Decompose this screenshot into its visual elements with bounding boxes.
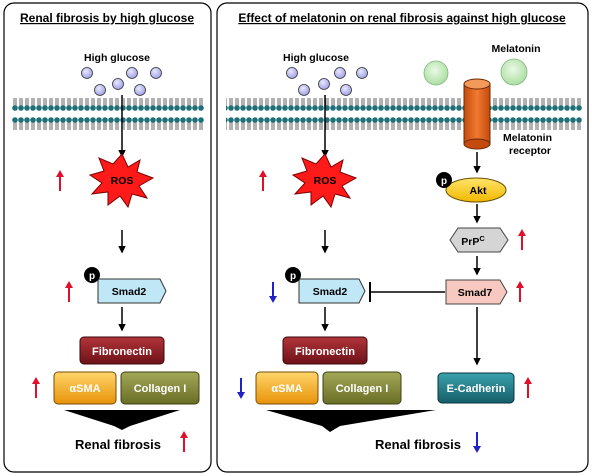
right-ros-change-arrow [259, 170, 267, 191]
up-arrow-head [259, 170, 267, 177]
left-convergence-wedge [64, 410, 180, 430]
glucose-icon [356, 67, 368, 79]
glucose-icon [286, 67, 298, 79]
melatonin-label: Melatonin [492, 43, 541, 55]
right-cell-membrane [226, 96, 582, 134]
akt-shape [445, 177, 507, 203]
glucose-icon [81, 67, 93, 79]
right-glucose-molecules [286, 67, 368, 96]
right-phospho-smad2-label: p [290, 271, 296, 282]
right-fibronectin-label: Fibronectin [295, 346, 355, 358]
left-smad2-change-arrow [65, 281, 73, 302]
right-asma-box [255, 371, 319, 405]
right-smad2-change-arrow [269, 282, 277, 303]
right-ros-burst-icon [291, 153, 358, 209]
left-cell-membrane [12, 96, 204, 134]
right-smad2-shape [298, 278, 366, 304]
glucose-icon [94, 84, 106, 96]
melatonin-icon [500, 58, 528, 86]
prpc-label: PrPC [461, 234, 485, 248]
right-collagen-box [322, 371, 402, 405]
prpc-shape [449, 227, 509, 253]
left-collagen-label: Collagen I [134, 383, 187, 395]
melatonin-receptor-icon [463, 78, 491, 150]
receptor-label-line2: receptor [509, 145, 551, 157]
glucose-icon [334, 67, 346, 79]
down-arrow-head [269, 296, 277, 303]
glucose-icon [134, 84, 146, 96]
ecadherin-change-arrow [524, 377, 532, 398]
glucose-icon [340, 84, 352, 96]
left-high-glucose-label: High glucose [84, 52, 150, 64]
up-arrow-head [516, 281, 524, 288]
right-smad2-label: Smad2 [313, 286, 348, 298]
left-fibronectin-label: Fibronectin [92, 346, 152, 358]
left-outcome-label: Renal fibrosis [75, 437, 161, 452]
up-arrow-head [32, 377, 40, 384]
glucose-icon [318, 78, 330, 90]
glucose-icon [150, 67, 162, 79]
left-phospho-smad2-icon [84, 267, 100, 283]
smad7-shape [445, 279, 508, 305]
left-asma-label: αSMA [69, 383, 100, 395]
left-panel-title: Renal fibrosis by high glucose [20, 11, 194, 25]
right-panel-title: Effect of melatonin on renal fibrosis ag… [238, 11, 566, 25]
up-arrow-head [56, 170, 64, 177]
glucose-icon [126, 67, 138, 79]
right-panel-frame [216, 2, 589, 473]
glucose-icon [112, 78, 124, 90]
left-glucose-molecules [81, 67, 162, 96]
right-outcome-label: Renal fibrosis [375, 437, 461, 452]
up-arrow-head [524, 377, 532, 384]
left-fibronectin-box [79, 336, 165, 365]
right-high-glucose-label: High glucose [283, 52, 349, 64]
left-smad2-shape [97, 278, 167, 304]
phospho-akt-icon [436, 172, 452, 188]
right-asma-label: αSMA [271, 383, 302, 395]
right-ros-label: ROS [314, 175, 337, 187]
right-collagen-label: Collagen I [336, 383, 389, 395]
left-collagen-box [120, 371, 200, 405]
right-outcome-change-arrow [473, 432, 481, 453]
phospho-akt-label: p [441, 176, 447, 187]
up-arrow-head [65, 281, 73, 288]
receptor-label-line1: Melatonin [503, 132, 552, 144]
prpc-change-arrow [518, 229, 526, 250]
melatonin-icon [423, 60, 449, 86]
down-arrow-head [473, 446, 481, 453]
right-convergence-wedge [266, 410, 436, 432]
right-fibronectin-box [282, 336, 368, 365]
smad7-label: Smad7 [458, 287, 493, 299]
left-ros-change-arrow [56, 170, 64, 191]
left-phospho-smad2-label: p [89, 271, 95, 282]
ecadherin-box [437, 372, 515, 404]
left-ros-label: ROS [111, 175, 134, 187]
left-smad2-label: Smad2 [112, 286, 147, 298]
up-arrow-head [518, 229, 526, 236]
down-arrow-head [237, 392, 245, 399]
left-panel-frame [3, 2, 212, 473]
right-markers-change-arrow [237, 378, 245, 399]
left-asma-box [53, 371, 117, 405]
left-outcome-change-arrow [180, 431, 188, 452]
right-phospho-smad2-icon [285, 267, 301, 283]
up-arrow-head [180, 431, 188, 438]
glucose-icon [298, 84, 310, 96]
ros-burst-icon [88, 153, 155, 209]
akt-label: Akt [470, 185, 487, 197]
left-markers-change-arrow [32, 377, 40, 398]
smad7-change-arrow [516, 281, 524, 302]
ecadherin-label: E-Cadherin [447, 383, 506, 395]
